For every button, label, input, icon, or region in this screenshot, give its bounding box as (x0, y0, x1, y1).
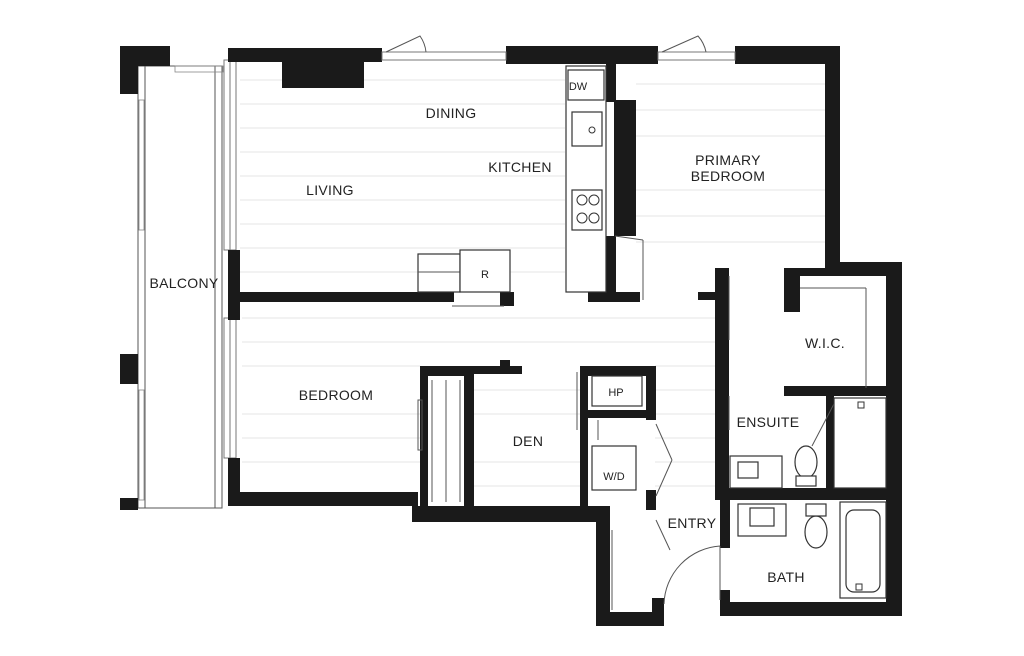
heat-pump-label: HP (608, 387, 623, 399)
bedroom-label: BEDROOM (299, 387, 373, 403)
primary-bedroom-label-line2: BEDROOM (691, 168, 765, 184)
ensuite-fixtures (729, 397, 887, 489)
walls (120, 46, 902, 626)
primary-bedroom-label-line1: PRIMARY (695, 152, 761, 168)
entry-label: ENTRY (668, 515, 717, 531)
wic-label: W.I.C. (805, 335, 845, 351)
washer-dryer-label: W/D (603, 471, 624, 483)
refrigerator (417, 249, 511, 307)
kitchen-counter (565, 65, 607, 293)
balcony (137, 65, 224, 509)
ensuite-label: ENSUITE (737, 414, 800, 430)
floor-planks (240, 79, 825, 487)
utility-closets (591, 375, 643, 491)
dishwasher-label: DW (569, 81, 588, 93)
bath-fixtures (737, 501, 887, 599)
kitchen-label: KITCHEN (488, 159, 552, 175)
living-label: LIVING (306, 182, 354, 198)
bath-label: BATH (767, 569, 805, 585)
den-label: DEN (513, 433, 543, 449)
refrigerator-label: R (481, 269, 489, 281)
balcony-label: BALCONY (149, 275, 218, 291)
dining-label: DINING (426, 105, 477, 121)
interior-details (385, 35, 867, 610)
